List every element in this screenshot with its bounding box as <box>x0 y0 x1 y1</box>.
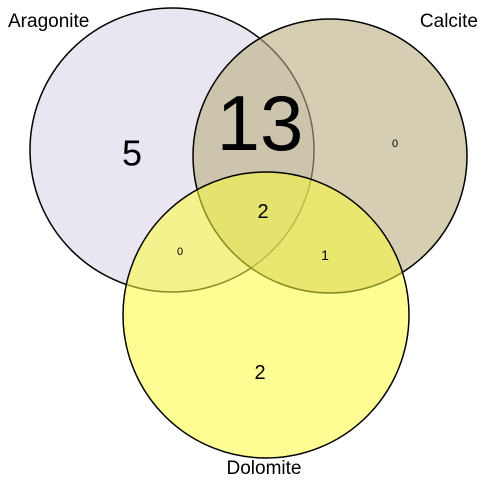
count-aragonite-dolomite: 0 <box>177 246 183 258</box>
dolomite-label: Dolomite <box>227 458 302 479</box>
count-calcite-only: 0 <box>392 138 398 150</box>
aragonite-label: Aragonite <box>8 11 89 32</box>
dolomite-circle <box>122 171 410 459</box>
count-calcite-dolomite: 1 <box>321 247 329 263</box>
count-aragonite-only: 5 <box>122 133 142 174</box>
count-dolomite-only: 2 <box>254 362 265 384</box>
count-aragonite-calcite-dolomite: 2 <box>257 201 268 223</box>
calcite-label: Calcite <box>420 11 478 32</box>
count-aragonite-calcite: 13 <box>217 79 304 167</box>
